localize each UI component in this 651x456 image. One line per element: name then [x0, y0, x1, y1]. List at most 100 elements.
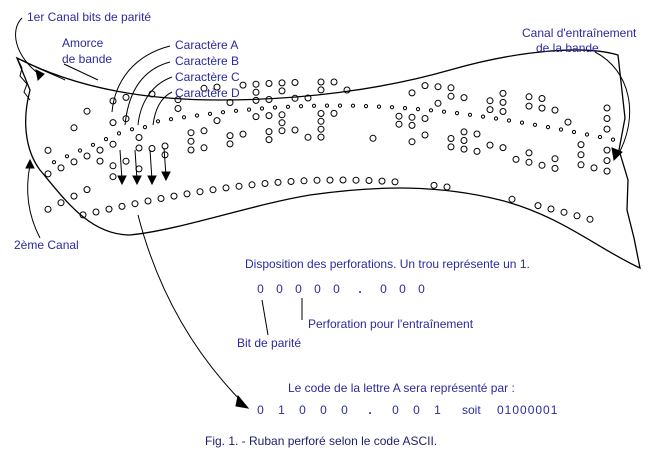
tape-hole	[558, 127, 564, 132]
digit: 0	[295, 282, 302, 296]
tape-hole	[486, 106, 494, 114]
tape-hole	[155, 119, 161, 124]
tape-hole	[92, 208, 100, 216]
leader-line-char-d	[152, 91, 173, 126]
digit: 1	[434, 403, 441, 417]
tape-hole	[525, 93, 533, 101]
tape-hole	[187, 129, 195, 137]
tape-hole	[83, 107, 91, 115]
tape-hole	[434, 99, 442, 107]
tape-hole	[460, 137, 468, 144]
tape-hole	[571, 129, 577, 135]
leader-line-drive-channel	[594, 51, 631, 156]
tape-hole	[395, 120, 403, 128]
tape-hole	[454, 111, 460, 116]
tape-hole	[317, 125, 325, 133]
tape-hole	[573, 212, 581, 220]
arrow-second-channel-head	[25, 158, 35, 169]
tape-hole	[285, 104, 291, 109]
tape-hole	[103, 137, 109, 142]
tape-hole	[603, 125, 611, 133]
arrow-row-2	[134, 149, 138, 181]
tape-hole	[278, 111, 286, 119]
tape-hole	[508, 195, 516, 203]
tape-hole	[226, 99, 234, 106]
tape-hole	[252, 80, 260, 88]
tape-hole	[174, 96, 182, 104]
tape-hole	[57, 164, 65, 172]
tape-hole	[460, 94, 468, 102]
label-leader-2: de bande	[62, 52, 113, 66]
tape-hole	[148, 145, 156, 152]
tape-fold-line	[21, 59, 66, 81]
tape-hole	[577, 141, 585, 149]
tape-hole	[122, 93, 130, 101]
tape-hole	[560, 208, 568, 216]
label-character-a: Caractère A	[175, 38, 239, 52]
tape-hole	[480, 114, 486, 119]
tape-hole	[324, 103, 330, 108]
tape-hole	[259, 106, 265, 111]
tape-hole	[577, 161, 585, 169]
tape-hole	[460, 145, 468, 153]
ascii-binary: 01000001	[497, 403, 559, 417]
tape-hole	[278, 127, 286, 135]
tape-hole	[339, 176, 347, 184]
tape-hole	[278, 119, 286, 127]
tape-hole	[272, 105, 278, 110]
tape-hole	[291, 79, 299, 86]
tape-hole	[443, 183, 451, 191]
tape-hole	[226, 132, 234, 140]
tape-hole	[376, 104, 382, 109]
tape-hole	[252, 113, 260, 121]
tape-hole	[135, 144, 143, 152]
tape-hole	[352, 176, 360, 184]
arrow-row-1	[119, 149, 123, 181]
tape-hole	[265, 128, 273, 136]
tape-hole	[337, 103, 343, 108]
tape-hole	[142, 125, 148, 130]
tape-hole	[584, 132, 590, 137]
tape-hole	[525, 149, 533, 157]
digit: 0	[314, 282, 321, 296]
leader-line-second-channel	[27, 164, 41, 239]
digit: 0	[257, 282, 264, 296]
tape-hole	[538, 161, 546, 169]
tape-hole	[118, 202, 126, 210]
tape-hole	[343, 86, 351, 94]
digit: 0	[413, 403, 420, 417]
tape-hole	[57, 199, 65, 207]
tape-hole	[265, 136, 273, 144]
label-first-channel: 1er Canal bits de parité	[27, 10, 152, 24]
tape-hole	[317, 117, 325, 125]
label-leader-1: Amorce	[62, 36, 104, 50]
tape-hole	[512, 155, 520, 163]
label-drive-channel-1: Canal d'entraînement	[522, 26, 637, 40]
tape-hole	[70, 158, 78, 166]
tape-hole	[222, 184, 230, 192]
digit: .	[358, 282, 362, 296]
tape-hole	[278, 87, 286, 95]
tape-hole	[317, 78, 325, 86]
tape-hole	[415, 107, 421, 112]
tape-hole	[200, 127, 208, 135]
digit: 0	[257, 403, 264, 417]
tape-hole	[213, 83, 221, 91]
tape-hole	[317, 133, 325, 141]
tape-hole	[603, 157, 611, 165]
tape-hole	[161, 142, 169, 150]
layout-title: Disposition des perforations. Un trou re…	[245, 257, 530, 271]
leader-line-letter-a	[137, 214, 246, 406]
tape-hole	[603, 115, 611, 122]
tape-hole	[278, 79, 286, 87]
tape-hole	[499, 89, 507, 97]
tape-hole	[473, 147, 481, 155]
leader-line-char-b	[124, 61, 171, 126]
tape-hole	[109, 173, 117, 181]
tape-hole	[430, 181, 438, 189]
tape-hole	[70, 124, 78, 132]
tape-hole	[70, 192, 78, 200]
figure-caption: Fig. 1. - Ruban perforé selon le code AS…	[205, 434, 438, 448]
ascii-statement: Le code de la lettre A sera représenté p…	[288, 381, 515, 395]
tape-hole	[183, 190, 191, 198]
